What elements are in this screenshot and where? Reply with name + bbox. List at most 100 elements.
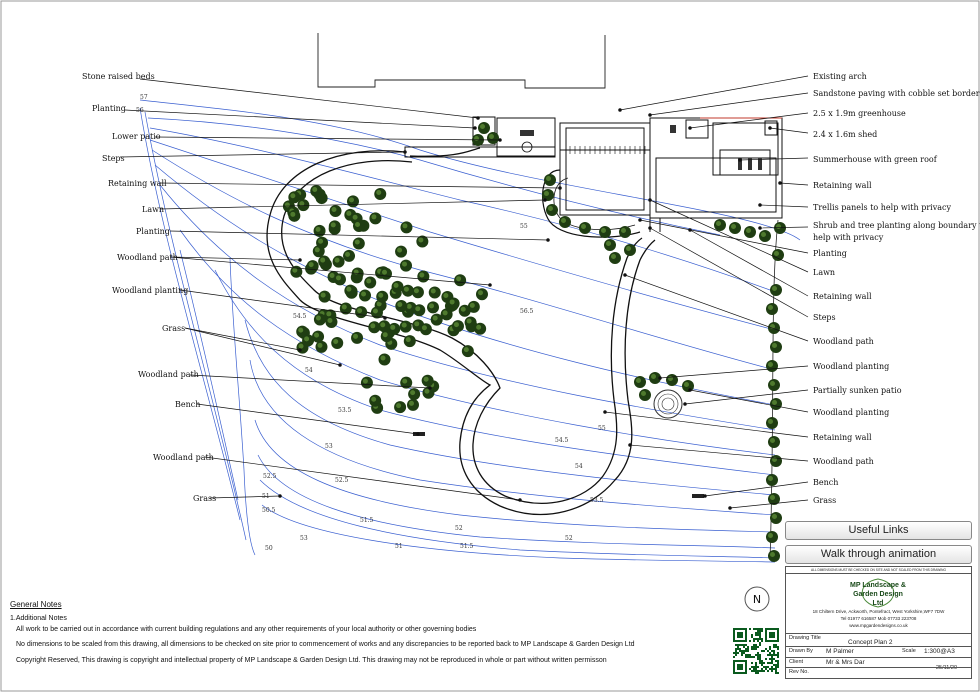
contour-label: 55 — [598, 425, 606, 432]
label-woodland-path-r2: Woodland path — [813, 457, 874, 466]
tree-icon — [318, 290, 331, 303]
contour-label: 53.5 — [338, 407, 352, 414]
company-address: 18 Chiltern Drive, Ackworth, Pontefract,… — [788, 608, 969, 629]
leader-line — [159, 182, 561, 189]
tree-icon — [417, 270, 430, 283]
leader-line — [169, 256, 491, 286]
leader-line — [659, 365, 809, 379]
tree-icon — [419, 323, 432, 336]
label-shed: 2.4 x 1.6m shed — [813, 130, 878, 139]
useful-links-button[interactable]: Useful Links — [785, 521, 972, 540]
tree-icon — [406, 398, 419, 411]
notes-line-1: All work to be carried out in accordance… — [16, 626, 477, 633]
leader-line — [196, 403, 419, 435]
leader-line — [604, 411, 809, 438]
tree-icon — [766, 531, 778, 543]
tree-icon — [306, 260, 319, 273]
tree-icon — [430, 313, 443, 326]
tree-icon — [770, 455, 782, 467]
tree-icon — [400, 221, 413, 234]
leader-dot — [298, 258, 302, 262]
tree-icon — [474, 322, 487, 335]
leader-line — [184, 327, 341, 366]
leader-dot — [558, 186, 562, 190]
tree-icon — [766, 474, 778, 486]
leader-line — [704, 481, 809, 497]
rev-no-label: Rev No. — [789, 669, 809, 675]
title-block-disclaimer: ALL DIMENSIONS MUST BE CHECKED ON SITE A… — [786, 567, 971, 574]
drawing-title-label: Drawing Title — [789, 635, 821, 641]
tree-planting — [282, 122, 786, 562]
leader-line — [154, 136, 501, 141]
tree-icon — [310, 184, 323, 197]
tree-icon — [368, 321, 381, 334]
label-woodland-planting-r: Woodland planting — [813, 362, 890, 371]
tree-icon — [666, 374, 678, 386]
leader-line — [189, 374, 431, 389]
leader-dot — [338, 363, 342, 367]
client-label: Client — [789, 659, 804, 665]
tree-icon — [316, 236, 329, 249]
leader-line — [139, 78, 479, 119]
tree-icon — [351, 331, 364, 344]
tree-icon — [296, 325, 309, 338]
leader-line — [184, 327, 301, 351]
label-trellis: Trellis panels to help with privacy — [813, 203, 951, 212]
leader-dot — [758, 203, 762, 207]
label-woodland-path-2: Woodland path — [138, 370, 199, 379]
leader-dot — [683, 402, 687, 406]
tree-icon — [447, 297, 460, 310]
notes-line-3: Copyright Reserved, This drawing is copy… — [16, 657, 607, 664]
walk-through-animation-button[interactable]: Walk through animation — [785, 545, 972, 564]
tree-icon — [768, 436, 780, 448]
tree-icon — [768, 550, 780, 562]
woodland-path — [266, 147, 656, 516]
tree-icon — [288, 191, 301, 204]
client-name: Mr & Mrs Dar — [826, 659, 865, 666]
leader-dot — [703, 494, 707, 498]
leader-dot — [488, 283, 492, 287]
leader-dot — [778, 181, 782, 185]
tree-icon — [619, 226, 631, 238]
tree-icon — [768, 493, 780, 505]
tree-icon — [714, 219, 726, 231]
label-shrub-1: Shrub and tree planting along boundary t… — [813, 221, 980, 230]
leader-dot — [648, 198, 652, 202]
tree-icon — [328, 220, 341, 233]
summerhouse-benches — [520, 125, 762, 170]
label-leader-lines — [119, 75, 809, 510]
tree-icon — [313, 224, 326, 237]
drawing-date: 25/11/20 — [936, 665, 958, 671]
contour-label: 51 — [395, 543, 403, 550]
contour-label: 51.5 — [460, 543, 474, 550]
tree-icon — [766, 303, 778, 315]
tree-icon — [290, 265, 303, 278]
leader-line — [619, 75, 809, 111]
house-structures — [404, 116, 783, 232]
tree-icon — [427, 301, 440, 314]
title-block: ALL DIMENSIONS MUST BE CHECKED ON SITE A… — [785, 566, 972, 679]
leader-line — [209, 495, 281, 499]
label-sandstone-paving: Sandstone paving with cobble set border … — [813, 89, 980, 98]
tree-icon — [609, 252, 621, 264]
north-arrow: N — [744, 586, 770, 612]
tree-icon — [343, 249, 356, 262]
tree-icon — [579, 222, 591, 234]
label-woodland-path: Woodland path — [117, 253, 178, 262]
contour-label: 54.5 — [555, 437, 569, 444]
tree-icon — [376, 290, 389, 303]
leader-line — [159, 199, 546, 210]
tree-icon — [378, 353, 391, 366]
drawing-title: Concept Plan 2 — [848, 639, 893, 646]
label-existing-arch: Existing arch — [813, 72, 867, 81]
tree-icon — [451, 320, 464, 333]
tree-icon — [391, 280, 404, 293]
leader-dot — [768, 126, 772, 130]
leader-dot — [658, 376, 662, 380]
sunken-patio — [653, 389, 683, 419]
contour-label: 54 — [575, 463, 583, 470]
qr-code — [733, 628, 779, 674]
label-lawn: Lawn — [142, 205, 165, 214]
notes-item-1: 1.Additional Notes — [10, 615, 67, 622]
leader-dot — [628, 443, 632, 447]
